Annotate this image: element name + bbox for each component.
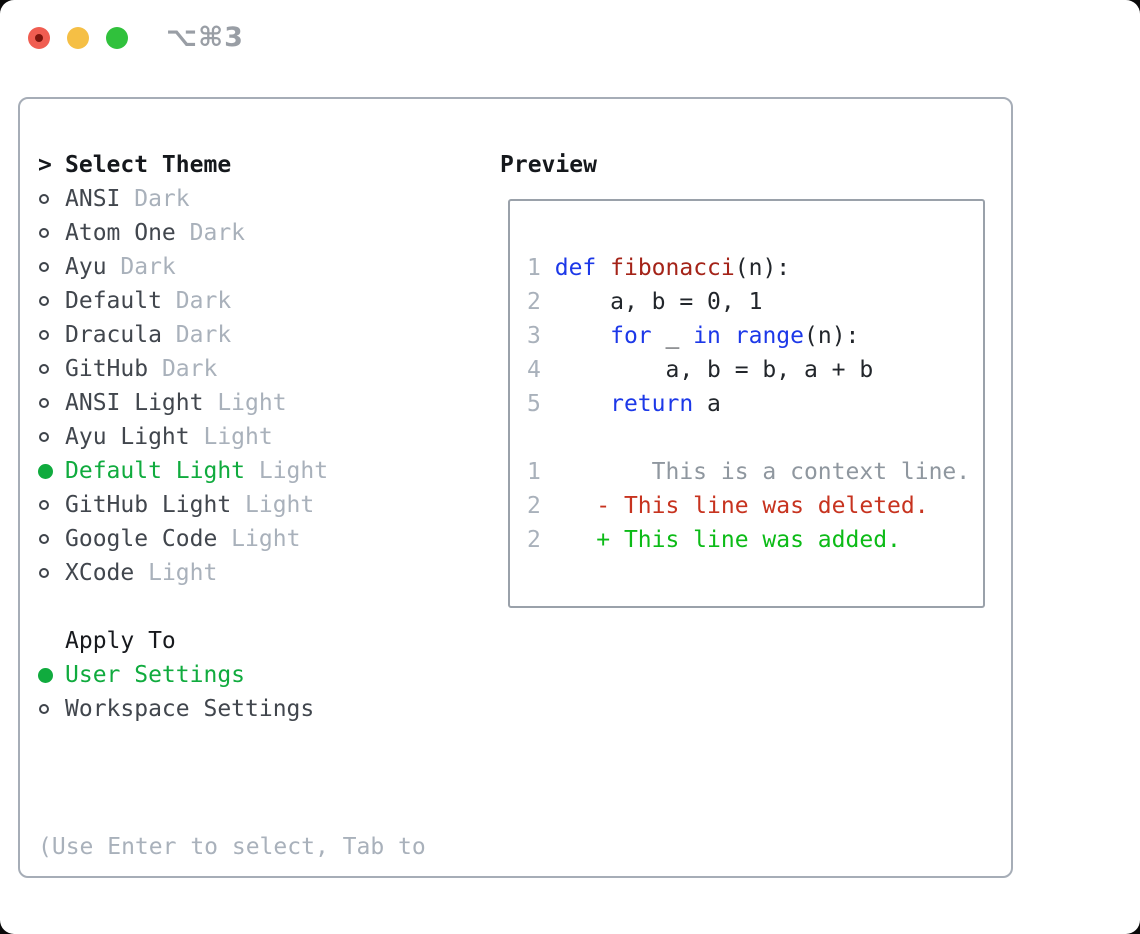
- preview-title: Preview: [500, 152, 597, 178]
- code-line: 1 This is a context line.: [527, 459, 971, 485]
- radio-icon: [38, 296, 65, 306]
- theme-option-ayu-light[interactable]: Ayu Light Light: [38, 420, 493, 454]
- hint-text: (Use Enter to select, Tab to change focu…: [38, 760, 493, 934]
- option-variant-label: Light: [134, 560, 218, 586]
- apply-option-user-settings[interactable]: User Settings: [38, 658, 493, 692]
- option-label: Ayu: [65, 254, 107, 280]
- close-dot-icon: [35, 34, 43, 42]
- option-variant-label: Light: [231, 492, 315, 518]
- line-number: 4: [527, 357, 541, 383]
- option-label: XCode: [65, 560, 135, 586]
- code-line: 5 return a: [527, 391, 721, 417]
- radio-icon: [38, 432, 65, 442]
- option-variant-label: Light: [217, 526, 301, 552]
- code-line: 1 def fibonacci(n):: [527, 255, 791, 281]
- theme-option-default-light[interactable]: Default Light Light: [38, 454, 493, 488]
- option-label: GitHub: [65, 356, 149, 382]
- theme-option-ansi-light[interactable]: ANSI Light Light: [38, 386, 493, 420]
- option-label: Dracula: [65, 322, 162, 348]
- option-label: Workspace Settings: [65, 696, 315, 722]
- apply-to-title: Apply To: [65, 628, 176, 654]
- option-label: ANSI Light: [65, 390, 204, 416]
- apply-option-workspace-settings[interactable]: Workspace Settings: [38, 692, 493, 726]
- radio-icon: [38, 364, 65, 374]
- theme-option-atom-one[interactable]: Atom One Dark: [38, 216, 493, 250]
- cursor-icon: >: [38, 152, 52, 178]
- theme-option-google-code[interactable]: Google Code Light: [38, 522, 493, 556]
- radio-selected-icon: [38, 667, 65, 683]
- line-number: 2: [527, 493, 541, 519]
- radio-icon: [38, 568, 65, 578]
- hint-line-1: (Use Enter to select, Tab to: [38, 834, 426, 860]
- spacer: [38, 590, 493, 624]
- option-label: ANSI: [65, 186, 121, 212]
- minimize-button[interactable]: [67, 27, 89, 49]
- theme-option-default[interactable]: Default Dark: [38, 284, 493, 318]
- option-label: Default Light: [65, 458, 246, 484]
- title-bar: ⌥⌘3: [0, 0, 1140, 78]
- theme-list-title: Select Theme: [65, 152, 232, 178]
- option-label: Google Code: [65, 526, 218, 552]
- option-label: GitHub Light: [65, 492, 232, 518]
- radio-selected-icon: [38, 463, 65, 479]
- theme-list-header: > Select Theme: [38, 148, 493, 182]
- line-number: 2: [527, 527, 541, 553]
- code-line: [527, 421, 983, 455]
- option-variant-label: Dark: [175, 220, 246, 246]
- option-variant-label: Light: [245, 458, 329, 484]
- theme-option-github-light[interactable]: GitHub Light Light: [38, 488, 493, 522]
- option-variant-label: Dark: [161, 322, 232, 348]
- radio-icon: [38, 330, 65, 340]
- theme-option-ansi[interactable]: ANSI Dark: [38, 182, 493, 216]
- option-label: Default: [65, 288, 162, 314]
- theme-option-ayu[interactable]: Ayu Dark: [38, 250, 493, 284]
- preview-code: 1 def fibonacci(n): 2 a, b = 0, 1 3 for _ …: [508, 199, 985, 608]
- apply-to-header: Apply To: [38, 624, 493, 658]
- option-variant-label: Dark: [106, 254, 176, 280]
- option-variant-label: Dark: [148, 356, 218, 382]
- option-variant-label: Dark: [120, 186, 190, 212]
- line-number: 1: [527, 459, 541, 485]
- radio-icon: [38, 194, 65, 204]
- radio-icon: [38, 262, 65, 272]
- option-label: User Settings: [65, 662, 246, 688]
- radio-icon: [38, 500, 65, 510]
- line-number: 5: [527, 391, 541, 417]
- option-label: Atom One: [65, 220, 176, 246]
- theme-option-dracula[interactable]: Dracula Dark: [38, 318, 493, 352]
- spacer: [38, 726, 493, 760]
- option-variant-label: Light: [203, 390, 287, 416]
- line-number: 1: [527, 255, 541, 281]
- radio-icon: [38, 228, 65, 238]
- code-line: 3 for _ in range(n):: [527, 323, 860, 349]
- radio-icon: [38, 704, 65, 714]
- radio-icon: [38, 398, 65, 408]
- option-variant-label: Light: [189, 424, 273, 450]
- option-variant-label: Dark: [161, 288, 232, 314]
- code-line: 4 a, b = b, a + b: [527, 357, 874, 383]
- line-number: 3: [527, 323, 541, 349]
- code-line: 2 a, b = 0, 1: [527, 289, 763, 315]
- theme-option-xcode[interactable]: XCode Light: [38, 556, 493, 590]
- radio-icon: [38, 534, 65, 544]
- theme-option-github[interactable]: GitHub Dark: [38, 352, 493, 386]
- code-line: 2 - This line was deleted.: [527, 493, 929, 519]
- code-line: 2 + This line was added.: [527, 527, 901, 553]
- close-button[interactable]: [28, 27, 50, 49]
- line-number: 2: [527, 289, 541, 315]
- zoom-button[interactable]: [106, 27, 128, 49]
- window-title: ⌥⌘3: [166, 22, 244, 53]
- option-label: Ayu Light: [65, 424, 190, 450]
